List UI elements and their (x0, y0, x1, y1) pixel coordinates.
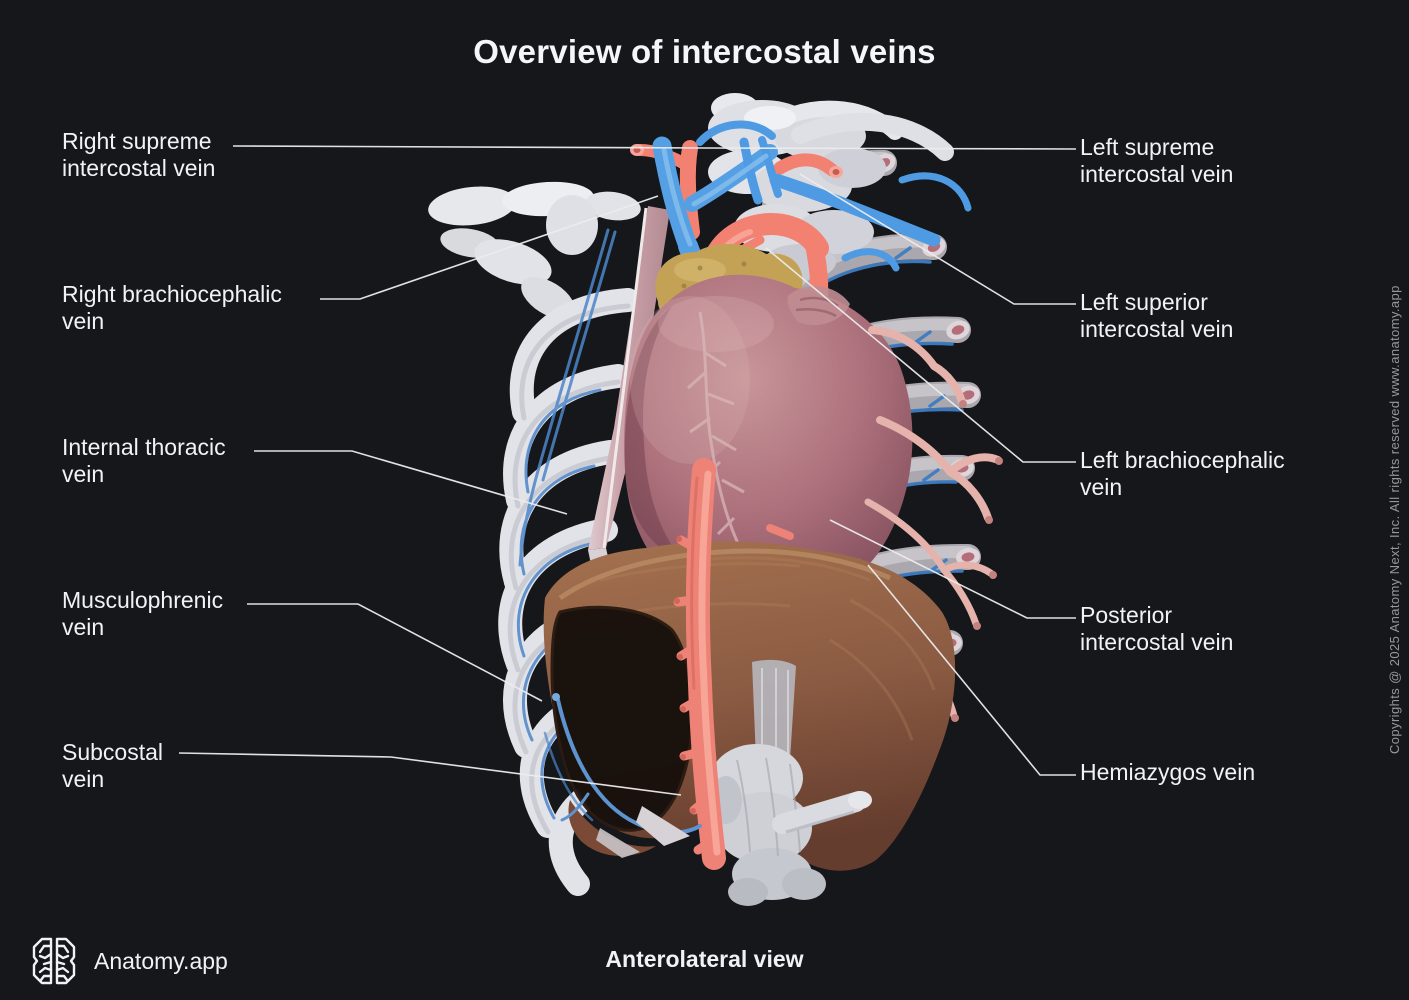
label-line: Posterior (1080, 602, 1173, 628)
label-line: Left brachiocephalic (1080, 447, 1285, 473)
label-internal-thoracic-vein: Internal thoracic vein (62, 434, 226, 488)
label-line: Right brachiocephalic (62, 281, 282, 307)
label-left-superior-intercostal-vein: Left superior intercostal vein (1080, 289, 1233, 343)
app-name: Anatomy.app (94, 947, 228, 974)
label-left-supreme-intercostal-vein: Left supreme intercostal vein (1080, 134, 1233, 188)
label-line: Internal thoracic (62, 434, 226, 460)
label-line: Left supreme (1080, 134, 1215, 160)
label-line: vein (62, 461, 105, 487)
label-line: vein (1080, 474, 1123, 500)
label-line: intercostal vein (1080, 629, 1234, 655)
label-line: Left superior (1080, 289, 1208, 315)
label-left-brachiocephalic-vein: Left brachiocephalic vein (1080, 447, 1285, 501)
branding: Anatomy.app (30, 936, 228, 986)
page-title: Overview of intercostal veins (473, 33, 936, 70)
label-line: vein (62, 766, 105, 792)
label-line: intercostal vein (1080, 161, 1234, 187)
top-vessels (630, 120, 972, 354)
label-hemiazygos-vein: Hemiazygos vein (1080, 759, 1255, 786)
brain-logo-icon (32, 937, 76, 985)
label-line: vein (62, 308, 105, 334)
azygos-vessel (543, 458, 726, 870)
label-line: Right supreme (62, 128, 212, 154)
label-posterior-intercostal-vein: Posterior intercostal vein (1080, 602, 1233, 656)
label-right-supreme-intercostal-vein: Right supreme intercostal vein (62, 128, 215, 182)
label-line: intercostal vein (62, 155, 216, 181)
label-line: Subcostal (62, 739, 164, 765)
copyright-vertical-text: Copyrights @ 2025 Anatomy Next, Inc. All… (1387, 285, 1402, 755)
label-line: intercostal vein (1080, 316, 1234, 342)
label-musculophrenic-vein: Musculophrenic vein (62, 587, 223, 641)
label-line: vein (62, 614, 105, 640)
label-right-brachiocephalic-vein: Right brachiocephalic vein (62, 281, 282, 335)
label-line: Musculophrenic (62, 587, 224, 613)
label-subcostal-vein: Subcostal vein (62, 739, 163, 793)
label-line: Hemiazygos vein (1080, 759, 1256, 785)
view-caption: Anterolateral view (605, 946, 804, 972)
